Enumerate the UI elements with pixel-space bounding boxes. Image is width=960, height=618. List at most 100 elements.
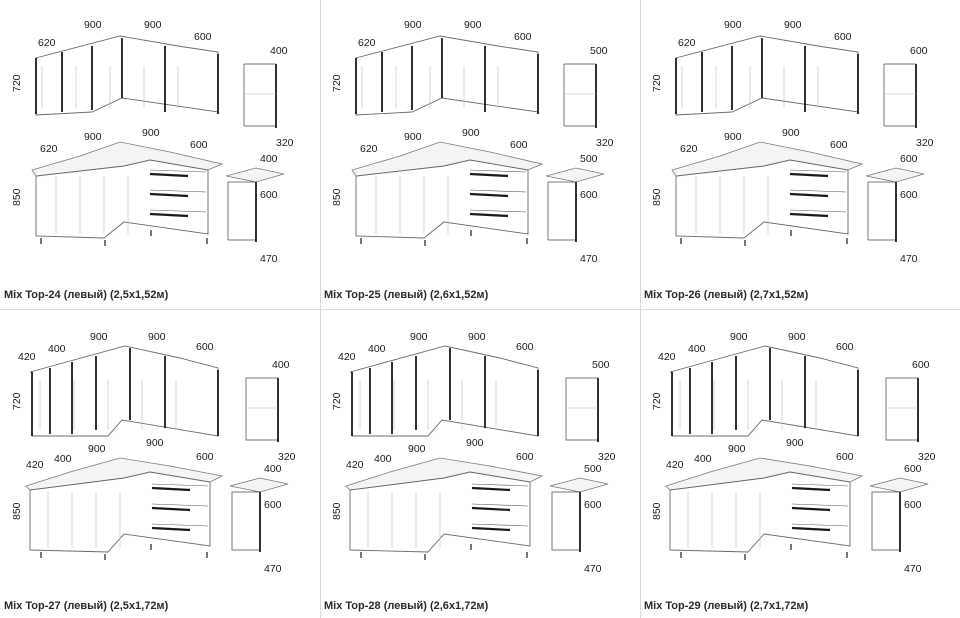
drawer-handle: [149, 172, 189, 178]
lower-dimension-label: 600: [830, 139, 848, 151]
lower-dimension-label: 420: [26, 459, 44, 471]
drawer-line: [471, 483, 529, 487]
base-cabinet-outline: [29, 471, 211, 553]
lower-dimension-label: 600: [196, 451, 214, 463]
single-countertop: [865, 167, 925, 183]
single-countertop: [869, 477, 929, 493]
kit-caption[interactable]: Mix Top-27 (левый) (2,5x1,72м): [4, 600, 169, 612]
drawer-line: [789, 169, 847, 173]
cabinet-leg: [846, 552, 848, 558]
lower-single-depth-label: 470: [904, 563, 922, 575]
grid-divider: [0, 309, 960, 310]
lower-single-depth-label: 470: [580, 253, 598, 265]
upper-dimension-label: 600: [516, 341, 534, 353]
kit-caption[interactable]: Mix Top-24 (левый) (2,5x1,52м): [4, 289, 169, 301]
upper-dimension-label: 400: [368, 343, 386, 355]
upper-single-width-label: 400: [270, 45, 288, 57]
base-cabinet-outline: [675, 159, 849, 239]
base-cabinet-outline: [349, 471, 531, 553]
upper-dimension-label: 900: [410, 331, 428, 343]
lower-dimension-label: 420: [346, 459, 364, 471]
cabinet-leg: [150, 544, 152, 550]
cabinet-leg: [104, 240, 106, 246]
upper-single-cabinet: [565, 377, 599, 441]
lower-height-label: 850: [331, 502, 343, 520]
lower-single-height-label: 600: [584, 499, 602, 511]
lower-dimension-label: 900: [786, 437, 804, 449]
lower-height-label: 850: [651, 188, 663, 206]
lower-single-cabinet: [871, 491, 901, 551]
cabinet-leg: [744, 554, 746, 560]
upper-dimension-label: 900: [730, 331, 748, 343]
lower-dimension-label: 900: [142, 127, 160, 139]
lower-single-cabinet: [227, 181, 257, 241]
upper-single-cabinet: [885, 377, 919, 441]
lower-height-label: 850: [331, 188, 343, 206]
kit-caption[interactable]: Mix Top-29 (левый) (2,7x1,72м): [644, 600, 809, 612]
upper-cabinet-outline: [29, 345, 219, 437]
upper-dimension-label: 600: [196, 341, 214, 353]
cabinet-leg: [846, 238, 848, 244]
cabinet-leg: [470, 230, 472, 236]
upper-dimension-label: 420: [18, 351, 36, 363]
drawer-line: [791, 483, 849, 487]
drawer-handle: [151, 486, 191, 492]
lower-dimension-label: 900: [724, 131, 742, 143]
lower-single-cabinet: [551, 491, 581, 551]
cabinet-leg: [790, 544, 792, 550]
upper-dimension-label: 900: [90, 331, 108, 343]
upper-dimension-label: 600: [194, 31, 212, 43]
single-countertop: [549, 477, 609, 493]
upper-single-cabinet: [245, 377, 279, 441]
single-countertop: [545, 167, 605, 183]
kit-caption[interactable]: Mix Top-28 (левый) (2,6x1,72м): [324, 600, 489, 612]
lower-dimension-label: 900: [84, 131, 102, 143]
lower-single-depth-label: 470: [260, 253, 278, 265]
kit-caption[interactable]: Mix Top-25 (левый) (2,6x1,52м): [324, 289, 489, 301]
base-cabinet-outline: [355, 159, 529, 239]
cabinet-leg: [40, 238, 42, 244]
lower-dimension-label: 400: [694, 453, 712, 465]
upper-single-width-label: 500: [592, 359, 610, 371]
kit-caption[interactable]: Mix Top-26 (левый) (2,7x1,52м): [644, 289, 809, 301]
drawer-line: [791, 523, 849, 527]
drawer-line: [149, 209, 207, 213]
upper-dimension-label: 900: [784, 19, 802, 31]
cabinet-leg: [526, 238, 528, 244]
cabinet-leg: [744, 240, 746, 246]
drawer-handle: [151, 506, 191, 512]
upper-dimension-label: 420: [338, 351, 356, 363]
cabinet-leg: [526, 552, 528, 558]
lower-single-width-label: 500: [584, 463, 602, 475]
upper-dimension-label: 420: [658, 351, 676, 363]
drawer-handle: [149, 192, 189, 198]
drawer-handle: [789, 212, 829, 218]
drawer-handle: [471, 486, 511, 492]
upper-height-label: 720: [11, 392, 23, 410]
drawer-handle: [471, 506, 511, 512]
drawer-line: [151, 503, 209, 507]
cabinet-leg: [470, 544, 472, 550]
lower-single-cabinet: [547, 181, 577, 241]
upper-dimension-label: 900: [468, 331, 486, 343]
lower-dimension-label: 600: [190, 139, 208, 151]
lower-dimension-label: 900: [728, 443, 746, 455]
upper-cabinet-outline: [349, 345, 539, 437]
upper-dimension-label: 900: [724, 19, 742, 31]
upper-single-depth-label: 320: [278, 451, 296, 463]
upper-dimension-label: 600: [514, 31, 532, 43]
cabinet-leg: [360, 238, 362, 244]
lower-height-label: 850: [651, 502, 663, 520]
lower-height-label: 850: [11, 502, 23, 520]
